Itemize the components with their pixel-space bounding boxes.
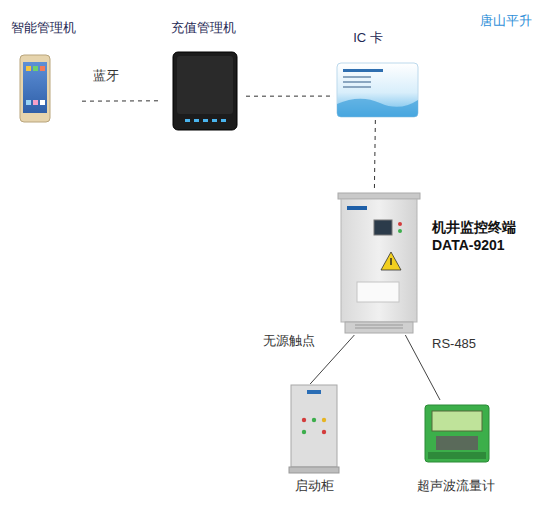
device-node: 启动柜 — [282, 384, 346, 496]
starter-logo — [307, 390, 321, 394]
card-reader-body — [173, 52, 237, 130]
card-print — [343, 69, 383, 72]
card-print — [343, 81, 371, 83]
app-icon — [33, 100, 38, 105]
warning-mark — [390, 258, 391, 265]
card-wave — [337, 99, 418, 117]
indicator-light — [185, 119, 190, 122]
dashed-link — [82, 100, 160, 101]
starter-cabinet-body — [291, 385, 337, 467]
dashed-link — [246, 96, 334, 97]
card-print — [343, 86, 371, 88]
starter-base — [289, 467, 339, 473]
flow-meter-body — [425, 405, 489, 462]
app-icon — [26, 100, 31, 105]
button — [312, 418, 316, 422]
connection-label: RS-485 — [432, 336, 476, 351]
button — [302, 430, 306, 434]
indicator-light — [221, 119, 226, 122]
connection-label: 蓝牙 — [93, 67, 119, 85]
device-label: 充值管理机 — [160, 20, 246, 37]
app-icon — [40, 100, 45, 105]
phone-screen — [23, 62, 47, 113]
ic-card — [337, 63, 418, 117]
dashed-link — [374, 120, 376, 190]
cabinet-roof — [338, 193, 420, 199]
app-icon — [33, 66, 38, 71]
button — [322, 430, 326, 434]
indicator-light — [212, 119, 217, 122]
cabinet-base — [345, 322, 413, 333]
device-label: 超声波流量计 — [414, 478, 498, 495]
flow-meter-screen — [432, 411, 482, 431]
device-label: 启动柜 — [282, 478, 346, 495]
indicator-light — [194, 119, 199, 122]
app-icon — [26, 66, 31, 71]
brand-label: 唐山平升 — [480, 12, 532, 30]
device-node: 机井监控终端 DATA-9201 — [338, 190, 520, 335]
terminal-strip — [428, 452, 486, 459]
device-label: 智能管理机 — [4, 20, 82, 37]
app-icon — [40, 66, 45, 71]
card-reader-face — [177, 56, 233, 114]
device-node: 智能管理机 — [4, 18, 82, 126]
device-label: IC 卡 — [334, 30, 402, 47]
indicator-light — [398, 222, 402, 226]
device-node: 超声波流量计 — [414, 400, 498, 496]
device-node: 充值管理机 — [160, 18, 246, 133]
button — [322, 418, 326, 422]
cabinet-logo — [347, 206, 367, 210]
indicator-light — [203, 119, 208, 122]
vent-slot — [355, 325, 403, 326]
cabinet-display — [374, 220, 392, 235]
device-label: 机井监控终端 DATA-9201 — [432, 218, 520, 254]
indicator-light — [398, 229, 402, 233]
name-plate — [357, 282, 399, 302]
cabinet-body — [341, 199, 417, 322]
flow-meter-keypad — [436, 436, 478, 450]
card-print — [343, 76, 371, 78]
warning-sign — [381, 252, 401, 270]
button — [302, 418, 306, 422]
connection-label: 无源触点 — [263, 332, 315, 350]
phone-body — [20, 55, 50, 122]
device-node: IC 卡 — [334, 28, 422, 120]
wire-link — [310, 335, 354, 384]
vent-slot — [355, 328, 403, 329]
